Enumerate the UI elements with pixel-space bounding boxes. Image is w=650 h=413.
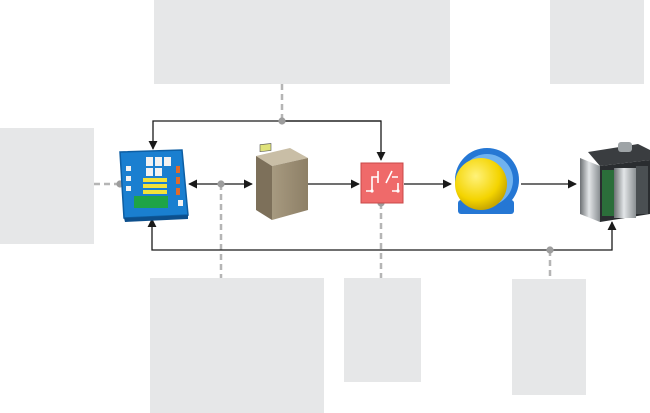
brake-switch-icon xyxy=(360,162,404,204)
callout-top-center xyxy=(154,0,450,84)
callout-top-right xyxy=(550,0,644,84)
motor-icon xyxy=(455,148,519,214)
callout-bottom-center xyxy=(344,278,421,382)
callout-bottom-right xyxy=(512,279,586,395)
callout-left xyxy=(0,128,94,244)
elevator-car-icon xyxy=(580,142,650,222)
junction-dot-bottom-right xyxy=(546,246,554,254)
junction-dot-top xyxy=(278,117,286,125)
cabinet-icon xyxy=(256,143,308,220)
connector-feedback-loop xyxy=(147,218,617,251)
junction-dot-bottom-left xyxy=(217,180,225,188)
callout-bottom-left xyxy=(150,278,324,413)
circuit-board-icon xyxy=(119,149,189,222)
connector-top-to-brake xyxy=(282,120,386,161)
